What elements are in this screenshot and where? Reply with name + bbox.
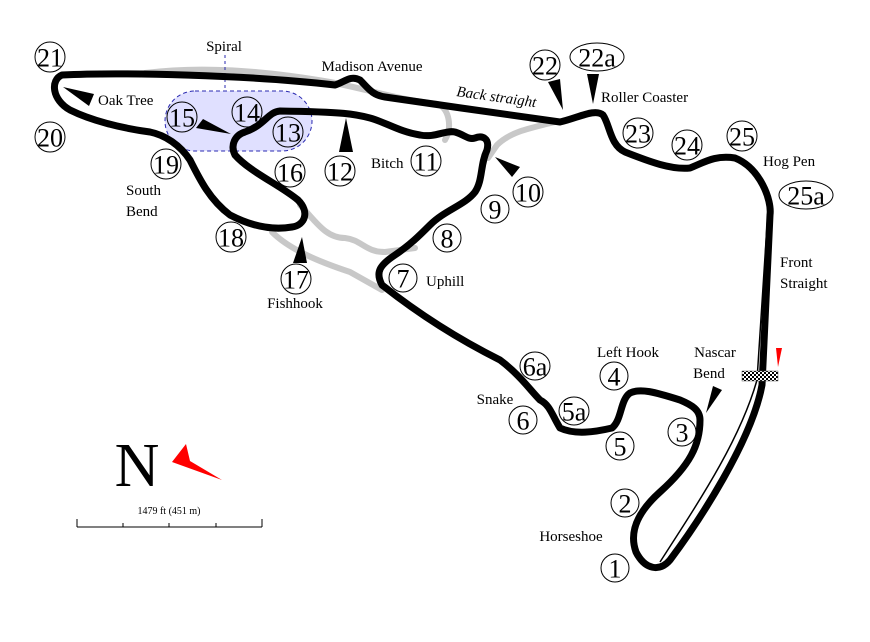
start-finish-flag xyxy=(741,370,779,382)
corner-22a: 22a xyxy=(569,42,625,73)
svg-text:16: 16 xyxy=(277,159,303,188)
corner-25: 25 xyxy=(726,120,758,152)
spiral-highlight xyxy=(164,90,313,152)
label-snake: Snake xyxy=(477,392,514,408)
race-track xyxy=(51,70,774,571)
label-hog-pen: Hog Pen xyxy=(763,154,816,170)
arrow-nascar-icon xyxy=(706,386,722,413)
svg-text:22: 22 xyxy=(532,52,558,81)
corner-22: 22 xyxy=(529,49,561,81)
label-front-straight-2: Straight xyxy=(780,276,828,292)
corner-6a: 6a xyxy=(519,351,551,382)
arrow-22-icon xyxy=(548,79,563,110)
corner-1: 1 xyxy=(600,553,630,584)
corner-arrows xyxy=(63,74,722,413)
arrow-22a-icon xyxy=(587,74,599,104)
svg-text:12: 12 xyxy=(327,158,353,187)
svg-text:9: 9 xyxy=(489,196,502,225)
arrow-12-icon xyxy=(339,118,353,152)
svg-text:24: 24 xyxy=(674,132,700,161)
svg-text:5a: 5a xyxy=(562,398,587,427)
svg-text:19: 19 xyxy=(153,151,179,180)
label-bitch: Bitch xyxy=(371,156,404,172)
svg-text:1: 1 xyxy=(609,555,622,584)
corner-9: 9 xyxy=(480,194,510,225)
corner-23: 23 xyxy=(622,117,654,149)
direction-marker-icon xyxy=(776,348,782,367)
corner-7: 7 xyxy=(388,263,418,294)
corner-17: 17 xyxy=(280,263,312,295)
label-south-bend-1: South xyxy=(126,183,162,199)
arrow-oak-tree-icon xyxy=(63,87,94,106)
svg-text:15: 15 xyxy=(169,104,195,133)
label-front-straight-1: Front xyxy=(780,255,813,271)
corner-5a: 5a xyxy=(558,396,590,427)
pit-lane xyxy=(659,209,769,563)
arrow-15-icon xyxy=(196,119,231,134)
corner-2: 2 xyxy=(610,488,640,519)
north-arrow-icon xyxy=(172,444,222,480)
scale-label: 1479 ft (451 m) xyxy=(137,506,200,517)
corner-8: 8 xyxy=(432,223,462,254)
label-roller-coaster: Roller Coaster xyxy=(601,90,688,106)
corner-4: 4 xyxy=(599,361,629,392)
svg-text:2: 2 xyxy=(619,490,632,519)
svg-text:14: 14 xyxy=(234,99,260,128)
corner-25a: 25a xyxy=(778,180,834,211)
svg-text:7: 7 xyxy=(397,265,410,294)
corner-6: 6 xyxy=(508,405,538,436)
corner-markers: 1 2 3 4 5 5a 6 6a 7 8 9 10 11 12 13 14 1… xyxy=(34,41,834,584)
label-uphill: Uphill xyxy=(426,274,464,290)
corner-12: 12 xyxy=(324,155,356,187)
corner-20: 20 xyxy=(34,121,66,153)
label-madison-avenue: Madison Avenue xyxy=(322,59,423,75)
corner-5: 5 xyxy=(605,431,635,462)
arrow-17-icon xyxy=(293,237,307,263)
svg-text:5: 5 xyxy=(614,433,627,462)
svg-text:23: 23 xyxy=(625,120,651,149)
compass-label: N xyxy=(115,432,160,500)
svg-text:3: 3 xyxy=(676,419,689,448)
scale-bar xyxy=(76,519,263,528)
corner-19: 19 xyxy=(150,148,182,180)
svg-text:18: 18 xyxy=(218,224,244,253)
corner-18: 18 xyxy=(215,221,247,253)
svg-text:11: 11 xyxy=(413,148,438,177)
corner-16: 16 xyxy=(274,156,306,188)
label-fishhook: Fishhook xyxy=(267,296,323,312)
label-nascar-bend-2: Bend xyxy=(693,366,725,382)
svg-text:10: 10 xyxy=(515,179,541,208)
svg-text:17: 17 xyxy=(283,266,309,295)
svg-text:4: 4 xyxy=(608,363,621,392)
label-nascar-bend-1: Nascar xyxy=(694,345,736,361)
arrow-10-icon xyxy=(495,157,520,177)
label-oak-tree: Oak Tree xyxy=(98,93,154,109)
old-track xyxy=(142,66,558,293)
label-south-bend-2: Bend xyxy=(126,204,158,220)
svg-text:20: 20 xyxy=(37,124,63,153)
svg-text:22a: 22a xyxy=(578,44,616,73)
corner-10: 10 xyxy=(512,176,544,208)
corner-3: 3 xyxy=(667,417,697,448)
svg-text:13: 13 xyxy=(275,119,301,148)
corner-15: 15 xyxy=(166,101,198,133)
corner-11: 11 xyxy=(410,145,442,177)
svg-text:25: 25 xyxy=(729,123,755,152)
label-horseshoe: Horseshoe xyxy=(539,529,603,545)
corner-14: 14 xyxy=(231,96,263,128)
label-spiral: Spiral xyxy=(206,39,242,55)
svg-text:6a: 6a xyxy=(523,353,548,382)
svg-text:6: 6 xyxy=(517,407,530,436)
corner-13: 13 xyxy=(272,116,304,148)
label-left-hook: Left Hook xyxy=(597,345,660,361)
svg-text:8: 8 xyxy=(441,225,454,254)
corner-names: Oak Tree Spiral Madison Avenue Back stra… xyxy=(98,39,828,545)
corner-21: 21 xyxy=(34,41,66,73)
corner-24: 24 xyxy=(671,129,703,161)
svg-text:21: 21 xyxy=(37,44,63,73)
svg-text:25a: 25a xyxy=(787,182,825,211)
